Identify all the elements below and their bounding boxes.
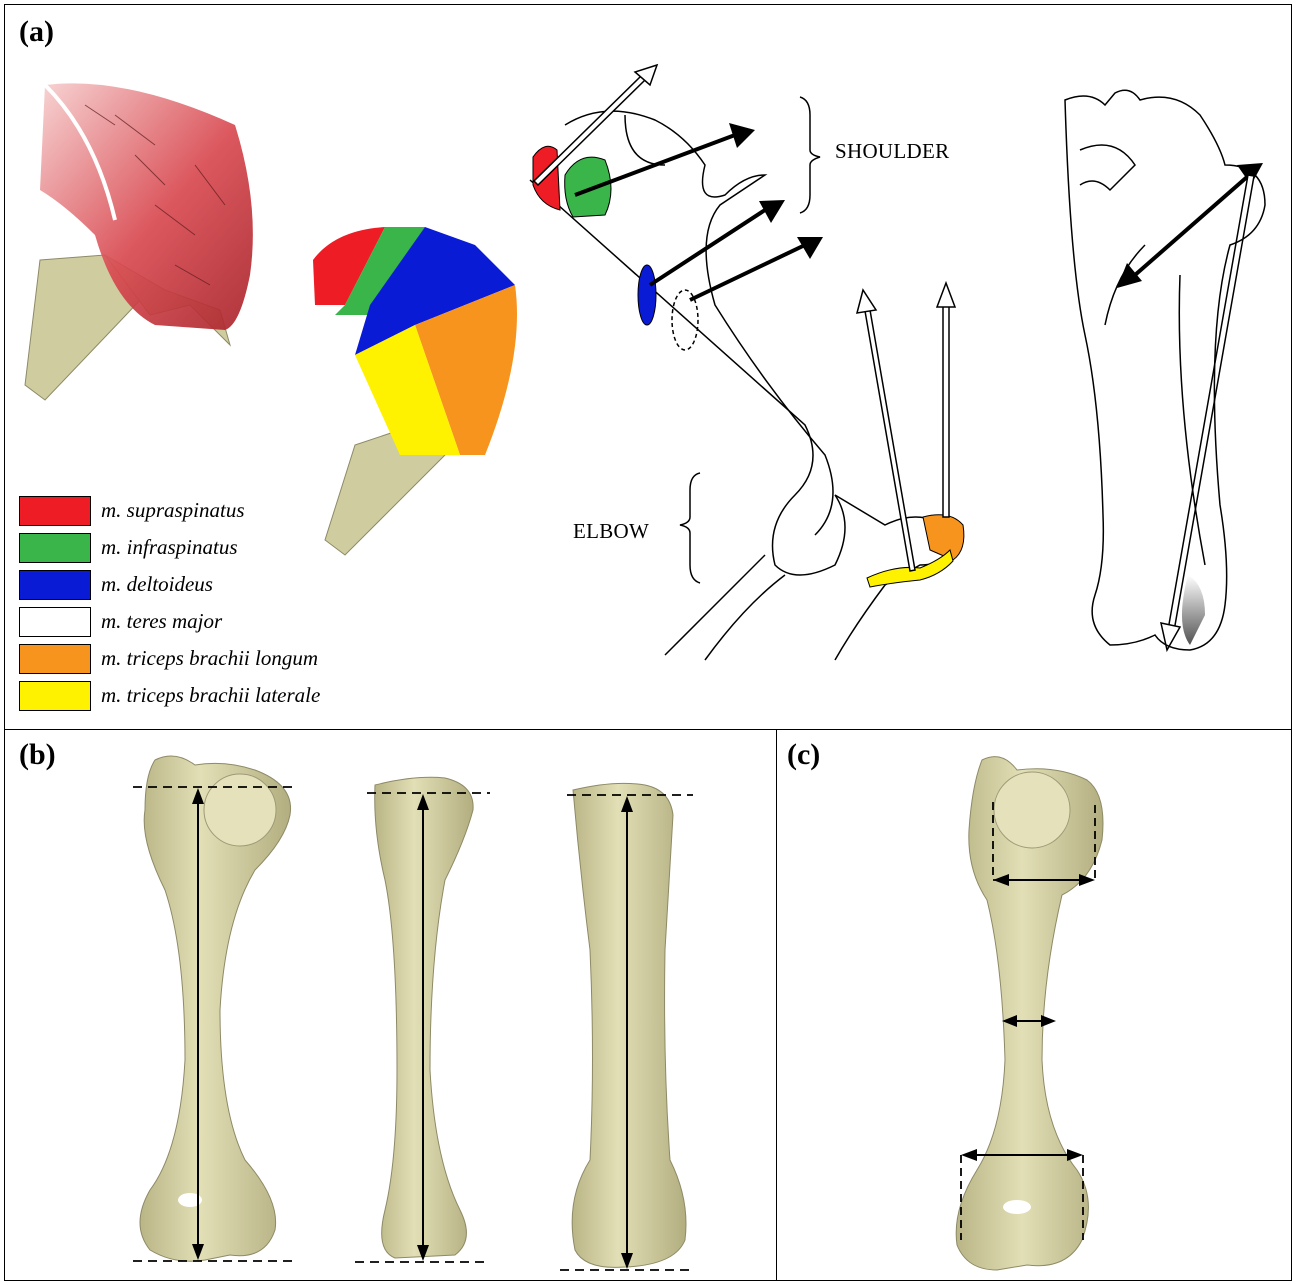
legend-swatch <box>19 644 91 674</box>
shoulder-label: SHOULDER <box>835 139 949 164</box>
legend-label: m. triceps brachii laterale <box>101 683 320 708</box>
legend-swatch <box>19 681 91 711</box>
legend-swatch <box>19 570 91 600</box>
triceps-longum-attachment <box>923 515 964 560</box>
legend-label: m. deltoideus <box>101 572 213 597</box>
humeral-head <box>204 774 276 846</box>
shoulder-brace <box>800 97 820 213</box>
deltoideus-attachment <box>638 265 656 325</box>
legend-label: m. teres major <box>101 609 222 634</box>
humerus-schematic-caudal <box>1065 90 1265 650</box>
humerus-bone-medial <box>572 783 686 1267</box>
panel-b: (b) <box>4 729 778 1281</box>
legend: m. supraspinatus m. infraspinatus m. del… <box>19 492 320 714</box>
panel-c-bone <box>777 730 1292 1281</box>
legend-label: m. infraspinatus <box>101 535 238 560</box>
legend-label: m. triceps brachii longum <box>101 646 318 671</box>
legend-item: m. supraspinatus <box>19 492 320 529</box>
legend-label: m. supraspinatus <box>101 498 245 523</box>
muscle-illustration-1 <box>25 83 253 400</box>
panel-a: (a) <box>4 4 1292 731</box>
elbow-label: ELBOW <box>573 519 649 544</box>
humeral-head <box>994 772 1070 848</box>
panel-c: (c) <box>776 729 1292 1281</box>
legend-swatch <box>19 607 91 637</box>
legend-swatch <box>19 533 91 563</box>
legend-item: m. infraspinatus <box>19 529 320 566</box>
elbow-brace <box>680 473 700 583</box>
legend-swatch <box>19 496 91 526</box>
panel-b-bones <box>5 730 778 1281</box>
legend-item: m. triceps brachii laterale <box>19 677 320 714</box>
legend-item: m. deltoideus <box>19 566 320 603</box>
legend-item: m. teres major <box>19 603 320 640</box>
legend-item: m. triceps brachii longum <box>19 640 320 677</box>
muscle-illustration-2 <box>313 227 517 555</box>
olecranon-fossa <box>1003 1200 1031 1214</box>
infraspinatus-attachment <box>565 157 611 217</box>
